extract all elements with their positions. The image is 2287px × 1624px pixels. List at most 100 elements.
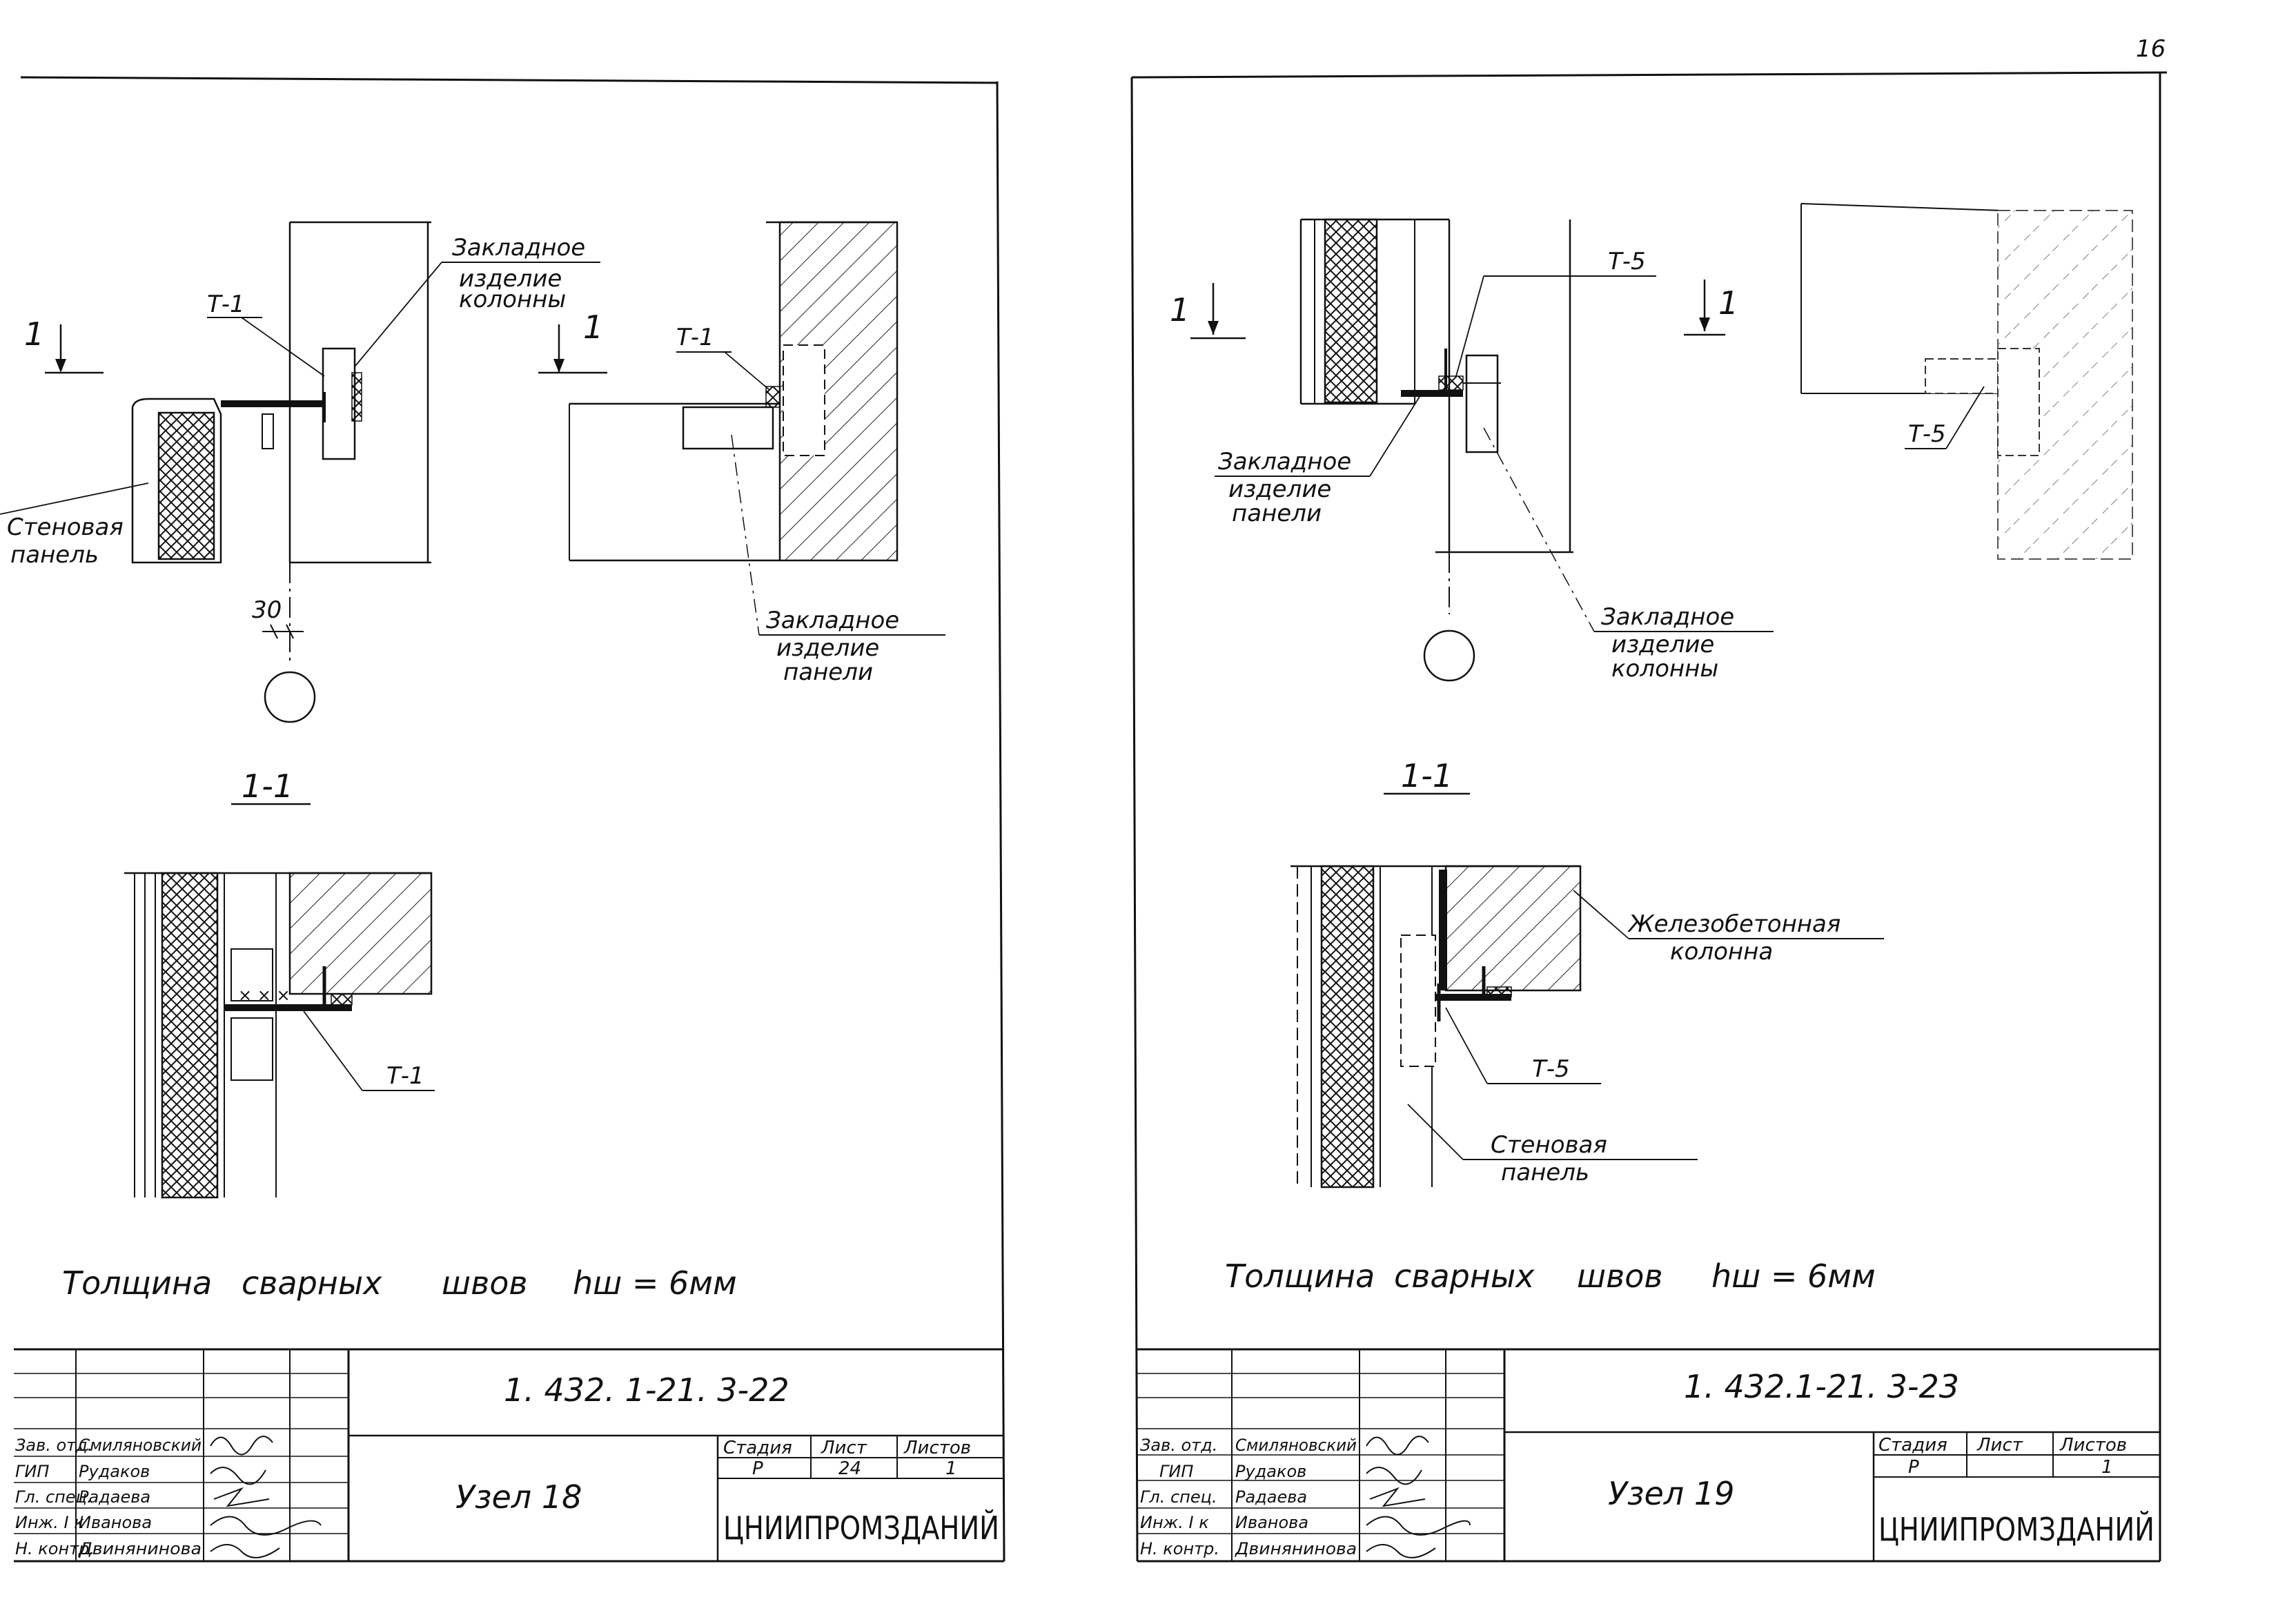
svg-text:Рудаков: Рудаков [1235, 1462, 1306, 1481]
sheet-left: 30 1 Закладное изделие колонны Т-1 Стено… [0, 76, 1005, 1563]
weld-note-right: Толщина сварных швов hш = 6мм [1225, 1258, 1876, 1295]
svg-text:панели: панели [783, 658, 873, 686]
svg-text:Рудаков: Рудаков [79, 1462, 150, 1481]
svg-text:hш = 6мм: hш = 6мм [1711, 1258, 1876, 1295]
svg-text:Т-1: Т-1 [386, 1062, 424, 1090]
elevation-view-node19: Т-5 [1800, 203, 2133, 560]
svg-text:Лист: Лист [1976, 1435, 2023, 1456]
signature-scribble [210, 1436, 322, 1558]
svg-text:24: 24 [838, 1458, 861, 1479]
svg-text:1: 1 [24, 315, 44, 353]
svg-text:Стадия: Стадия [1878, 1435, 1947, 1456]
svg-text:Смиляновский: Смиляновский [1235, 1436, 1357, 1455]
svg-text:1: 1 [2101, 1457, 2113, 1478]
svg-text:Гл. спец.: Гл. спец. [1140, 1487, 1217, 1507]
svg-text:Толщина: Толщина [62, 1264, 212, 1302]
svg-text:Р: Р [752, 1458, 763, 1479]
svg-text:1: 1 [1718, 284, 1738, 322]
sheet-right: 1 1 Т-5 Закладное изделие панели Закладн… [1130, 71, 2168, 1563]
svg-text:Т-1: Т-1 [207, 291, 245, 318]
signature-scribble [1366, 1436, 1471, 1558]
svg-text:Стеновая: Стеновая [7, 513, 124, 541]
svg-text:Стадия: Стадия [723, 1438, 792, 1458]
svg-text:ГИП: ГИП [1159, 1462, 1193, 1481]
svg-text:Двинянинова: Двинянинова [78, 1539, 202, 1558]
svg-text:Радаева: Радаева [79, 1487, 150, 1507]
svg-text:Толщина: Толщина [1225, 1258, 1375, 1295]
svg-text:1: 1 [1170, 291, 1190, 329]
svg-text:1: 1 [583, 309, 603, 346]
page-number: 16 [2136, 35, 2166, 63]
svg-text:колонна: колонна [1670, 938, 1773, 966]
svg-text:Закладное: Закладное [452, 234, 585, 262]
svg-text:Железобетонная: Железобетонная [1627, 910, 1841, 938]
axis-bubble [1423, 629, 1475, 682]
svg-text:Инж. I к: Инж. I к [1140, 1513, 1209, 1532]
svg-text:Инж. I к: Инж. I к [15, 1513, 84, 1532]
svg-text:Закладное: Закладное [766, 607, 899, 634]
title-block-left: 1. 432. 1-21. 3-22 Узел 18 Стадия Лист Л… [14, 1348, 1004, 1563]
svg-text:ЦНИИПРОМЗДАНИЙ: ЦНИИПРОМЗДАНИЙ [1878, 1511, 2155, 1548]
frame-top-line [20, 76, 998, 84]
section-title: 1-1 [242, 767, 293, 805]
svg-text:Р: Р [1908, 1457, 1919, 1478]
svg-text:Стеновая: Стеновая [1491, 1131, 1607, 1159]
svg-text:Т-1: Т-1 [676, 324, 714, 351]
dim-30: 30 [252, 596, 282, 624]
svg-text:Т-5: Т-5 [1608, 248, 1646, 275]
svg-text:панель: панель [10, 541, 99, 569]
svg-text:изделие: изделие [776, 634, 879, 662]
svg-text:Н. контр.: Н. контр. [1140, 1539, 1219, 1558]
weld-note-left: Толщина сварных швов hш = 6мм [62, 1264, 737, 1302]
plan-view-node18: 30 1 Закладное изделие колонны Т-1 Стено… [0, 221, 600, 723]
section-1-1-node19: 1-1 Железобетонная колонна Т-5 [1290, 757, 1884, 1188]
axis-bubble [264, 671, 316, 723]
svg-text:швов: швов [1577, 1258, 1662, 1295]
svg-text:Листов: Листов [903, 1438, 971, 1458]
svg-text:× × ×: × × × [238, 986, 291, 1005]
svg-text:Смиляновский: Смиляновский [79, 1436, 202, 1455]
svg-text:Н. контр.: Н. контр. [15, 1539, 95, 1558]
svg-text:изделие: изделие [1228, 476, 1331, 503]
svg-text:Двинянинова: Двинянинова [1235, 1539, 1357, 1558]
svg-text:панели: панели [1232, 500, 1322, 527]
svg-text:ЦНИИПРОМЗДАНИЙ: ЦНИИПРОМЗДАНИЙ [723, 1509, 999, 1547]
svg-text:Листов: Листов [2059, 1435, 2127, 1456]
elevation-view-node18: 1 Т-1 Закладное изделие панели [538, 221, 945, 686]
svg-text:1. 432.1-21. 3-23: 1. 432.1-21. 3-23 [1684, 1368, 1959, 1405]
frame-right-line [996, 81, 1005, 1562]
svg-text:Т-5: Т-5 [1532, 1055, 1570, 1083]
svg-text:Узел 18: Узел 18 [455, 1478, 582, 1516]
svg-text:1: 1 [945, 1458, 957, 1479]
svg-text:hш = 6мм: hш = 6мм [573, 1264, 737, 1302]
svg-text:колонны: колонны [1611, 655, 1718, 683]
svg-text:сварных: сварных [1394, 1258, 1535, 1295]
title-block-right: 1. 432.1-21. 3-23 Узел 19 Стадия Лист Ли… [1137, 1348, 2160, 1563]
svg-text:панель: панель [1501, 1159, 1589, 1186]
frame-top-line [1131, 71, 2168, 79]
svg-text:колонны: колонны [459, 286, 566, 313]
svg-text:Узел 19: Узел 19 [1608, 1475, 1734, 1512]
section-1-1-node18: 1-1 × × × Т-1 [124, 767, 435, 1199]
svg-text:Лист: Лист [821, 1438, 867, 1458]
svg-text:Гл. спец.: Гл. спец. [15, 1487, 92, 1507]
svg-text:Радаева: Радаева [1235, 1487, 1307, 1507]
frame-left-line [1130, 77, 1139, 1562]
svg-text:Иванова: Иванова [79, 1513, 152, 1532]
svg-text:Т-5: Т-5 [1908, 420, 1946, 448]
svg-text:1. 432. 1-21. 3-22: 1. 432. 1-21. 3-22 [504, 1371, 789, 1409]
svg-text:Закладное: Закладное [1601, 603, 1734, 631]
svg-text:изделие: изделие [459, 265, 562, 293]
svg-text:швов: швов [442, 1264, 527, 1302]
svg-text:Зав. отд.: Зав. отд. [1140, 1436, 1217, 1455]
svg-text:Зав. отд.: Зав. отд. [15, 1436, 92, 1455]
svg-text:сварных: сварных [242, 1264, 382, 1302]
svg-text:ГИП: ГИП [15, 1462, 49, 1481]
svg-text:Закладное: Закладное [1218, 448, 1351, 476]
svg-text:Иванова: Иванова [1235, 1513, 1308, 1532]
section-title: 1-1 [1401, 757, 1453, 794]
plan-view-node19: 1 1 Т-5 Закладное изделие панели Закладн… [1170, 218, 1774, 683]
svg-text:изделие: изделие [1611, 631, 1714, 658]
